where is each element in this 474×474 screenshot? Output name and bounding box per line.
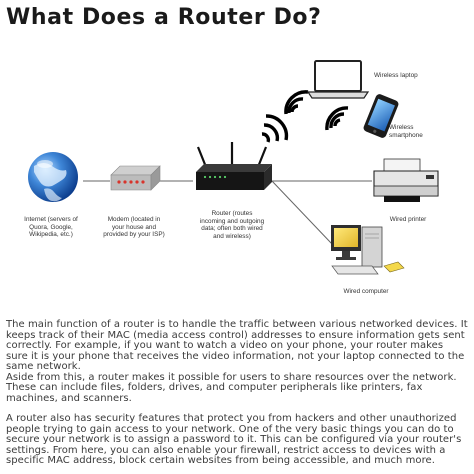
laptop-icon (306, 60, 370, 99)
wired-printer-label: Wired printer (389, 216, 427, 223)
modem-label: Modem (located in your house and provide… (103, 216, 165, 239)
internet-label: Internet (servers of Quora, Google, Wiki… (24, 216, 78, 239)
wifi-signal-phone-icon (325, 106, 349, 131)
wired-computer-label: Wired computer (343, 288, 389, 295)
desktop-computer-icon (331, 225, 405, 275)
router-icon (196, 142, 272, 190)
printer-icon (373, 158, 439, 202)
router-diagram: Internet (servers of Quora, Google, Wiki… (0, 44, 474, 302)
diagram-graphic (28, 60, 439, 275)
page-title: What Does a Router Do? (6, 5, 322, 30)
article-body: The main function of a router is to hand… (6, 319, 468, 467)
wifi-signal-router-icon (261, 114, 289, 143)
internet-globe-icon (28, 152, 78, 202)
line-router-computer (271, 180, 333, 245)
wireless-smartphone-label: Wireless smartphone (389, 124, 423, 139)
paragraph-security: A router also has security features that… (6, 413, 462, 466)
router-label: Router (routes incoming and outgoing dat… (199, 210, 265, 240)
paragraph-resource-sharing: Aside from this, a router makes it possi… (6, 371, 457, 404)
connection-lines (83, 180, 372, 245)
modem-icon (110, 165, 161, 191)
wifi-signal-laptop-icon (284, 90, 309, 115)
wireless-laptop-label: Wireless laptop (374, 72, 418, 79)
paragraph-main-function: The main function of a router is to hand… (6, 319, 468, 372)
smartphone-icon (363, 94, 399, 138)
